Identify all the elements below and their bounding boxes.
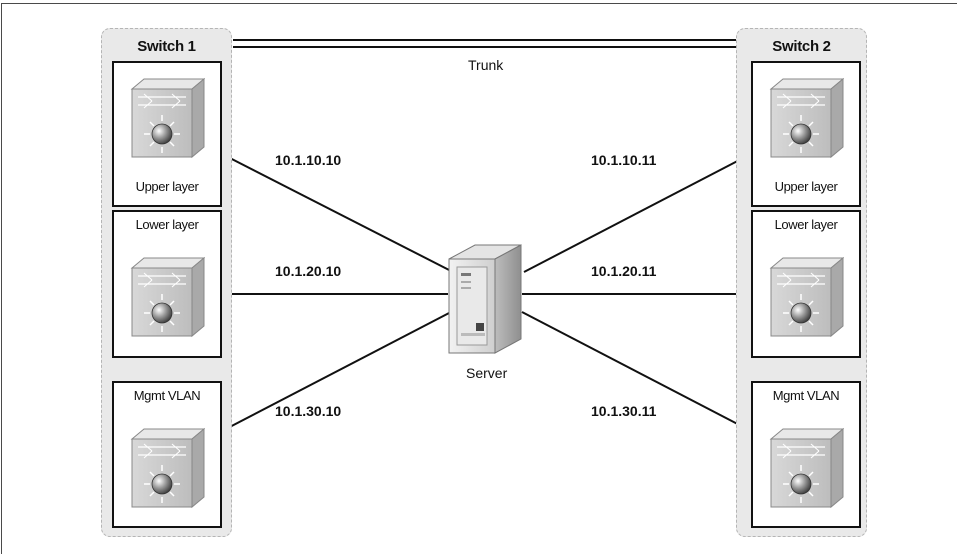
link-sw1-mgmt xyxy=(221,311,452,432)
switch-2-upper-layer[interactable]: Upper layer xyxy=(751,61,861,207)
multilayer-switch-icon xyxy=(130,77,205,159)
ip-label-sw1-lower: 10.1.20.10 xyxy=(275,263,342,279)
link-sw2-upper xyxy=(523,153,752,273)
layer-label: Mgmt VLAN xyxy=(133,388,201,403)
ip-label-sw1-upper: 10.1.10.10 xyxy=(275,152,342,168)
link-sw2-mgmt xyxy=(521,311,752,432)
link-sw1-upper xyxy=(221,153,454,273)
diagram-frame xyxy=(1,3,957,554)
layer-label: Mgmt VLAN xyxy=(772,388,840,403)
ip-label-sw2-mgmt: 10.1.30.11 xyxy=(591,403,657,419)
server-tower-icon[interactable] xyxy=(445,241,525,359)
switch-2-lower-layer[interactable]: Lower layer xyxy=(751,210,861,358)
layer-label: Lower layer xyxy=(774,217,838,232)
switch-1-title: Switch 1 xyxy=(137,38,196,55)
layer-label: Lower layer xyxy=(135,217,199,232)
switch-2-mgmt-vlan[interactable]: Mgmt VLAN xyxy=(751,381,861,528)
switch-1-mgmt-vlan[interactable]: Mgmt VLAN xyxy=(112,381,222,528)
multilayer-switch-icon xyxy=(130,427,205,509)
layer-label: Upper layer xyxy=(774,179,838,194)
ip-label-sw2-lower: 10.1.20.11 xyxy=(591,263,657,279)
switch-1-lower-layer[interactable]: Lower layer xyxy=(112,210,222,358)
multilayer-switch-icon xyxy=(769,256,844,338)
trunk-label: Trunk xyxy=(468,57,504,73)
layer-label: Upper layer xyxy=(135,179,199,194)
multilayer-switch-icon xyxy=(769,427,844,509)
ip-label-sw2-upper: 10.1.10.11 xyxy=(591,152,657,168)
switch-2-title: Switch 2 xyxy=(772,38,831,55)
server-label: Server xyxy=(466,365,508,381)
switch-1-upper-layer[interactable]: Upper layer xyxy=(112,61,222,207)
multilayer-switch-icon xyxy=(769,77,844,159)
multilayer-switch-icon xyxy=(130,256,205,338)
ip-label-sw1-mgmt: 10.1.30.10 xyxy=(275,403,342,419)
